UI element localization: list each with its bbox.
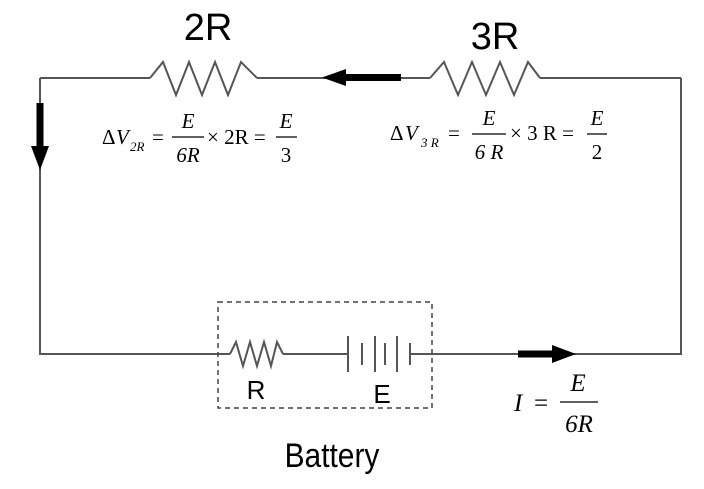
battery-cells bbox=[347, 336, 411, 372]
equation-dv3r: Δ V 3 R = E 6 R × 3 R = E 2 bbox=[390, 106, 607, 164]
eq-dv3r-eq: = bbox=[448, 121, 460, 145]
eq-dv2r-times: × 2R = bbox=[207, 125, 266, 149]
arrow-left-down bbox=[31, 103, 49, 170]
internal-resistor-label: R bbox=[247, 375, 266, 405]
eq-dv2r-den2: 3 bbox=[281, 143, 292, 167]
battery-emf-label: E bbox=[373, 379, 390, 409]
internal-resistor bbox=[229, 338, 284, 370]
eq-dv3r-v: V bbox=[405, 121, 420, 145]
eq-dv3r-num1: E bbox=[482, 106, 496, 130]
battery-caption: Battery bbox=[285, 436, 380, 474]
eq-current-eq: = bbox=[534, 390, 548, 417]
equation-dv2r: Δ V 2R = E 6R × 2R = E 3 bbox=[102, 109, 297, 167]
eq-dv3r-sub: 3 R bbox=[420, 135, 439, 150]
eq-dv2r-num1: E bbox=[181, 109, 195, 133]
eq-dv3r-delta: Δ bbox=[390, 121, 404, 145]
eq-dv2r-delta: Δ bbox=[102, 125, 116, 149]
arrow-bottom-right bbox=[518, 345, 576, 363]
eq-current-den: 6R bbox=[565, 411, 593, 438]
eq-dv3r-times: × 3 R = bbox=[510, 121, 574, 145]
resistor-2r-label: 2R bbox=[184, 7, 233, 49]
battery-box bbox=[217, 301, 433, 409]
eq-dv3r-den1: 6 R bbox=[475, 140, 504, 164]
resistor-3r-label: 3R bbox=[471, 16, 520, 58]
eq-dv2r-v: V bbox=[116, 125, 131, 149]
resistor-2r bbox=[149, 59, 258, 98]
eq-dv2r-eq: = bbox=[152, 125, 164, 149]
equation-current: I = E 6R bbox=[513, 370, 598, 438]
resistor-3r bbox=[429, 59, 541, 98]
arrow-top-left bbox=[322, 69, 401, 86]
eq-current-num: E bbox=[569, 370, 585, 397]
eq-dv3r-den2: 2 bbox=[592, 140, 603, 164]
eq-current-lhs: I bbox=[513, 390, 524, 417]
eq-dv2r-num2: E bbox=[279, 109, 293, 133]
eq-dv2r-sub: 2R bbox=[130, 139, 145, 154]
eq-dv2r-den1: 6R bbox=[176, 143, 200, 167]
eq-dv3r-num2: E bbox=[590, 106, 604, 130]
